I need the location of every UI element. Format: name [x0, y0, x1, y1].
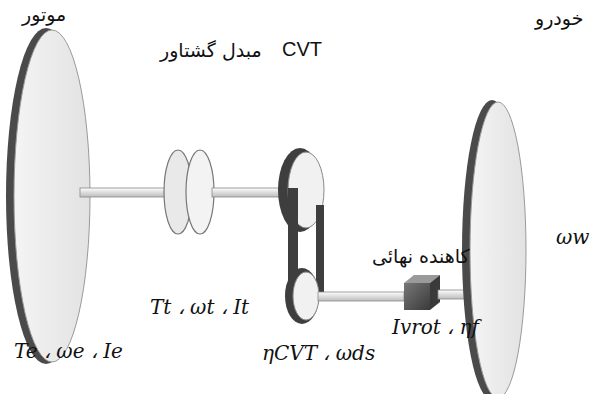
part-name: موتور: [22, 4, 66, 26]
signal-name: ηCVT ، ωds: [262, 342, 375, 365]
shaft: [318, 292, 404, 301]
engine-flywheel: [6, 28, 90, 364]
signal-name: Tt ، ωt ، It: [150, 296, 249, 319]
part-name: کاهنده نهائی: [372, 246, 470, 268]
torque-converter: [164, 150, 214, 234]
cvt-pulleys: [278, 148, 324, 324]
signal-name: ωw: [556, 226, 589, 249]
vehicle-wheel: [462, 100, 526, 394]
part-name: خودرو: [535, 8, 583, 30]
signal-name: Ivrot ، ηf: [392, 316, 479, 339]
part-name: مبدل گشتاور: [160, 40, 262, 62]
final-drive-box: [404, 275, 440, 310]
signal-name: Te ، ωe ، Ie: [14, 340, 123, 363]
part-name: CVT: [282, 38, 322, 61]
